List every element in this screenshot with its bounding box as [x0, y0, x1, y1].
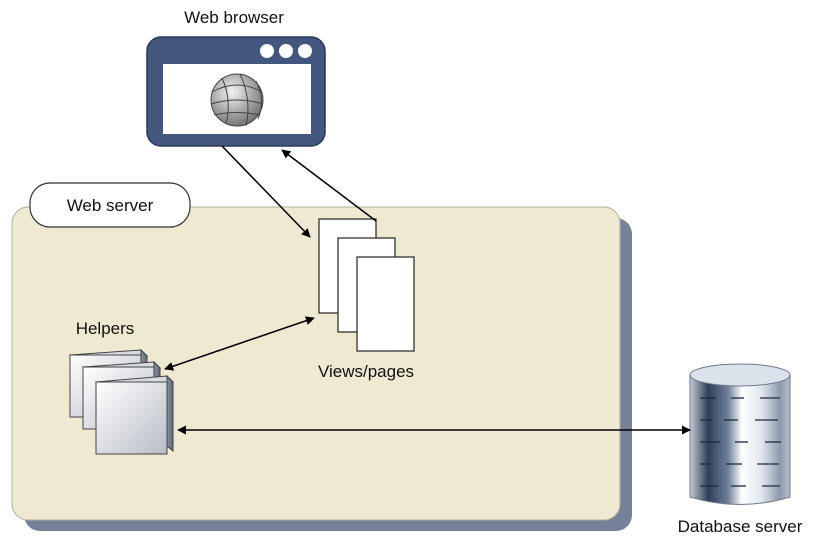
page-stack-icon — [318, 218, 415, 352]
web-server-container: Web server — [11, 182, 632, 531]
browser-button-icon — [279, 44, 293, 58]
web-browser-icon: Web browser — [146, 8, 326, 147]
web-server-label: Web server — [67, 196, 154, 215]
helper-blocks-icon — [68, 348, 175, 455]
helpers-label: Helpers — [76, 319, 135, 338]
helpers-pages-arrow — [164, 316, 315, 371]
database-server-label: Database server — [678, 517, 803, 536]
helper-block — [94, 374, 175, 455]
page — [356, 256, 415, 352]
database-cylinder-icon — [689, 363, 791, 505]
views-pages-label: Views/pages — [318, 362, 414, 381]
browser-button-icon — [260, 44, 274, 58]
pages-to-browser-arrow — [281, 149, 377, 222]
browser-to-pages-arrow — [221, 145, 311, 238]
browser-button-icon — [298, 44, 312, 58]
web-server-label-box — [29, 182, 191, 228]
globe-icon — [210, 73, 264, 127]
web-browser-label: Web browser — [184, 8, 284, 27]
